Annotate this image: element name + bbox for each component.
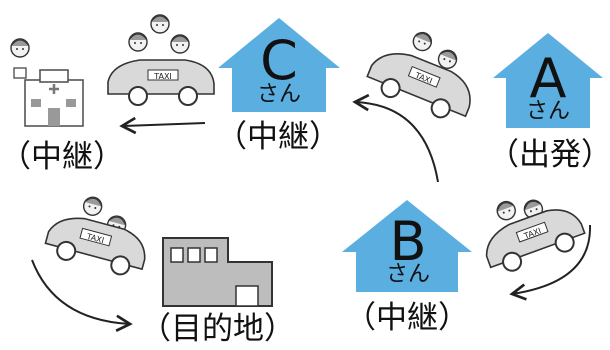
arrow-a-to-c: [352, 93, 439, 183]
arrow-c-to-hospital: [119, 116, 206, 135]
hospital-role-label: （中継）: [0, 139, 124, 175]
destination-building-icon: [162, 237, 273, 307]
taxi-icon-b: TAXI: [485, 197, 586, 272]
house-b: [342, 200, 472, 292]
house-c-suffix: さん: [256, 82, 301, 107]
house-c-letter: C: [260, 29, 298, 92]
house-b-letter: B: [389, 210, 427, 273]
destination-role-label: （目的地）: [140, 311, 295, 347]
house-a-letter: A: [529, 47, 567, 110]
taxi-sign-c: TAXI: [153, 72, 172, 81]
arrow-taxi-to-b: [509, 224, 592, 301]
taxi-icon-destination: TAXI: [44, 194, 146, 276]
house-a: [493, 33, 603, 128]
house-c-role-label: （中継）: [216, 119, 340, 155]
house-b-suffix: さん: [385, 262, 430, 287]
house-c: [218, 18, 340, 112]
house-a-role-label: （出発）: [488, 137, 610, 173]
taxi-icon-a: TAXI: [366, 29, 471, 119]
hospital-icon: [10, 38, 84, 127]
house-b-role-label: （中継）: [345, 300, 469, 336]
house-a-suffix: さん: [525, 99, 570, 124]
arrow-to-destination: [31, 259, 133, 332]
taxi-icon-c: TAXI: [107, 14, 215, 106]
